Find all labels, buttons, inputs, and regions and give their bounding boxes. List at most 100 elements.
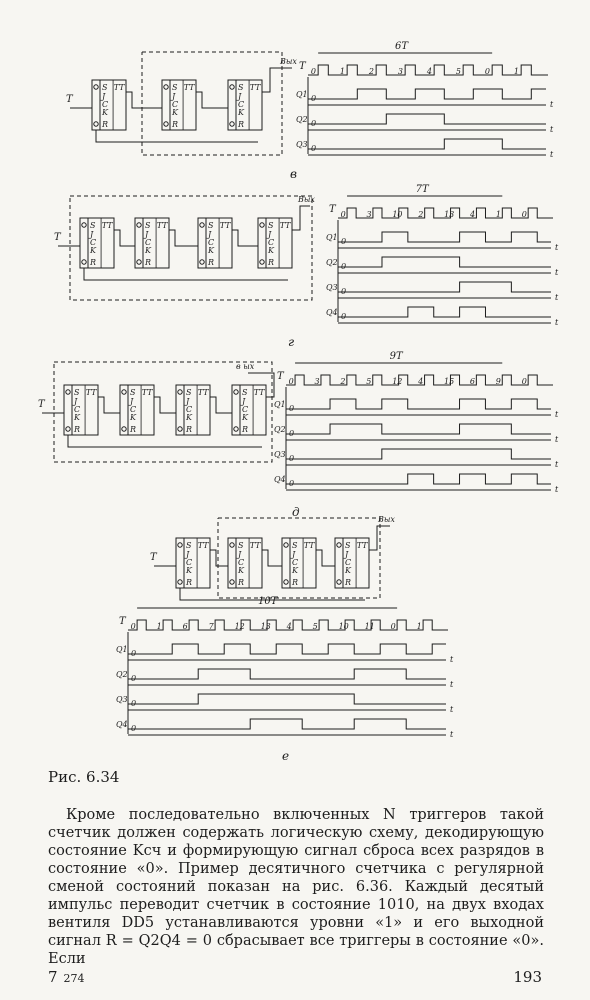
flip-flop-body <box>63 384 99 436</box>
state-label: 0 <box>311 67 316 76</box>
reset-bus <box>67 435 262 448</box>
q-waveform <box>338 256 551 268</box>
output-wire <box>262 67 292 93</box>
clock-label: T <box>329 204 337 215</box>
pin-c: C <box>172 100 178 109</box>
pin-k: K <box>267 246 275 255</box>
flip-flop-body <box>175 384 211 436</box>
state-label: 0 <box>485 67 490 76</box>
state-label: 6 <box>470 377 475 386</box>
level-label: 0 <box>131 724 136 733</box>
carry-wire <box>196 91 228 109</box>
pin-c: C <box>145 238 151 247</box>
q-label: Q2 <box>296 115 308 124</box>
flip-flop-body <box>134 217 170 269</box>
dashed-boundary <box>69 195 313 301</box>
pin-r: R <box>185 578 192 587</box>
pin-j: J <box>128 397 134 406</box>
signature-number: 7 <box>48 968 58 986</box>
q-waveform <box>286 423 551 435</box>
pin-s: S <box>102 83 108 92</box>
page-number: 193 <box>513 968 542 986</box>
flip-flop-body <box>197 217 233 269</box>
time-label: t <box>550 100 554 109</box>
flip-flop-body <box>119 384 155 436</box>
signature-small: 274 <box>63 972 85 985</box>
inverting-input <box>177 389 183 395</box>
pin-j: J <box>343 550 349 559</box>
time-label: t <box>555 243 559 252</box>
pin-r: R <box>171 120 178 129</box>
inverting-input <box>199 259 205 265</box>
clock-waveform <box>286 374 553 386</box>
flip-flop-body <box>79 217 115 269</box>
pin-k: K <box>291 566 299 575</box>
dashed-boundary <box>217 517 381 599</box>
pin-c: C <box>186 405 192 414</box>
level-label: 0 <box>341 262 346 271</box>
clock-label: T <box>299 61 307 72</box>
pin-r: R <box>185 425 192 434</box>
state-label: 4 <box>426 67 432 76</box>
flip-flop-body <box>227 79 263 131</box>
pin-r: R <box>129 425 136 434</box>
pin-r: R <box>267 258 274 267</box>
carry-wire <box>126 91 162 109</box>
state-label: 1 <box>496 210 501 219</box>
pin-s: S <box>90 221 96 230</box>
time-label: t <box>555 318 559 327</box>
pin-c: C <box>102 100 108 109</box>
state-label: 1 <box>340 67 345 76</box>
state-label: 12 <box>235 622 245 631</box>
pin-k: K <box>89 246 97 255</box>
dashed-boundary <box>141 51 283 156</box>
output-wire <box>248 372 275 398</box>
pin-s: S <box>130 388 136 397</box>
flip-flop-body <box>231 384 267 436</box>
pin-r: R <box>241 425 248 434</box>
flip-flop-type: ТТ <box>198 541 209 550</box>
output-label: Вых <box>297 195 315 204</box>
output-wire <box>292 205 310 231</box>
inverting-input <box>177 579 183 585</box>
pin-k: K <box>237 566 245 575</box>
time-label: t <box>555 268 559 277</box>
state-label: 0 <box>391 622 396 631</box>
state-label: 2 <box>417 210 423 219</box>
pin-s: S <box>345 541 351 550</box>
output-label: Вых <box>377 515 395 524</box>
q-waveform <box>128 643 446 655</box>
state-label: 2 <box>339 377 345 386</box>
inverting-input <box>93 84 99 90</box>
pin-j: J <box>88 230 94 239</box>
pin-c: C <box>74 405 80 414</box>
state-label: 10 <box>392 210 402 219</box>
pin-c: C <box>238 100 244 109</box>
clock-input-label: T <box>54 232 62 243</box>
state-label: 0 <box>289 377 294 386</box>
pin-r: R <box>207 258 214 267</box>
pin-k: K <box>73 413 81 422</box>
time-label: t <box>555 410 559 419</box>
state-label: 2 <box>368 67 374 76</box>
pin-r: R <box>237 578 244 587</box>
pin-s: S <box>172 83 178 92</box>
time-label: t <box>550 125 554 134</box>
carry-wire <box>98 396 120 414</box>
period-label: 10T <box>258 596 279 607</box>
state-label: 11 <box>365 622 375 631</box>
state-label: 3 <box>398 67 403 76</box>
level-label: 0 <box>311 94 316 103</box>
time-label: t <box>550 150 554 159</box>
inverting-input <box>336 542 342 548</box>
